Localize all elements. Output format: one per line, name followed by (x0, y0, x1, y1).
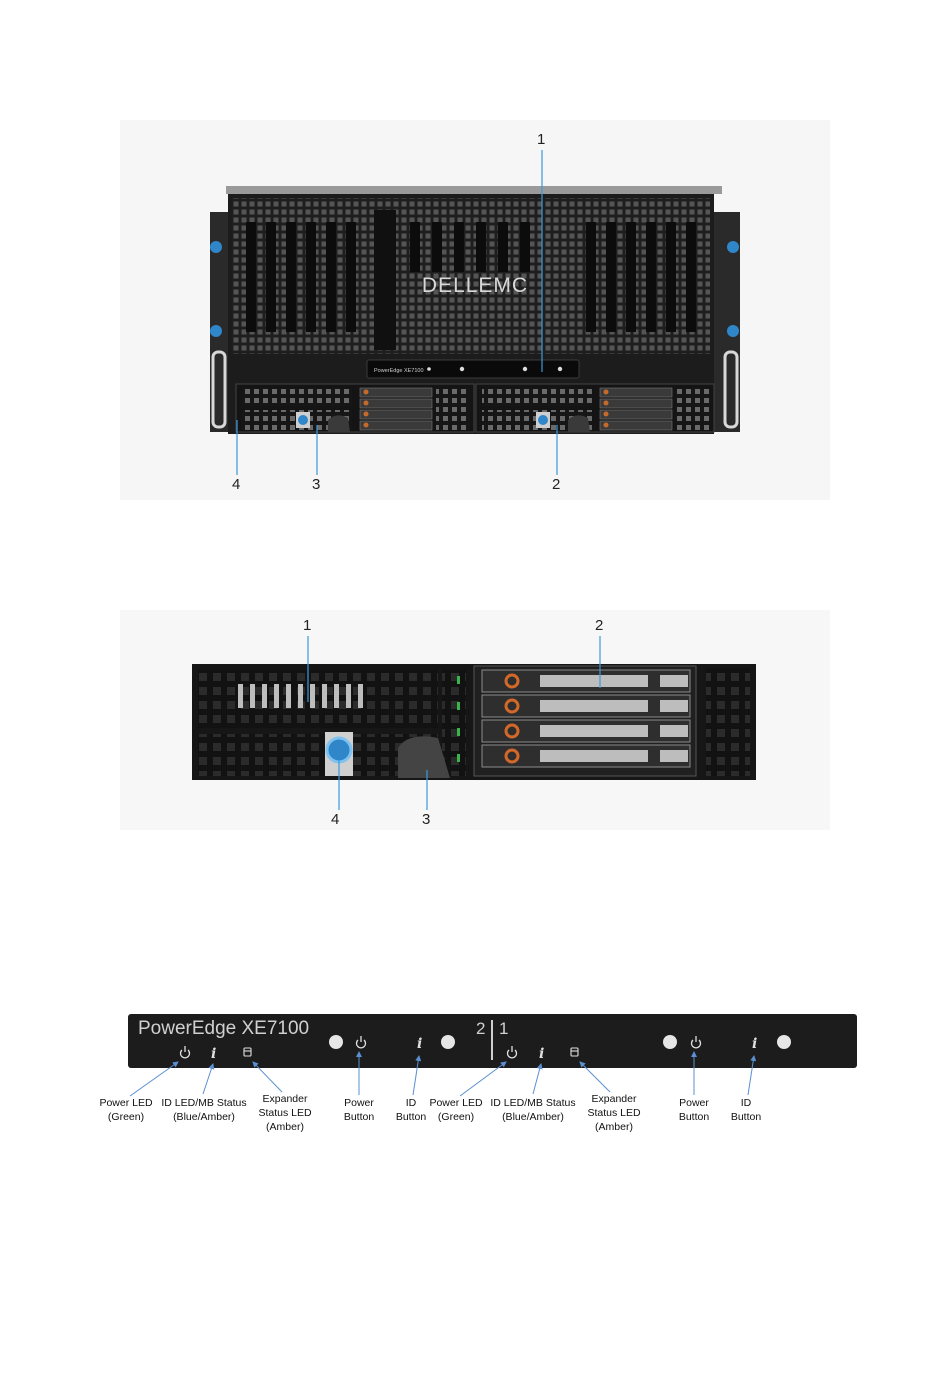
svg-text:PowerEdge XE7100: PowerEdge XE7100 (374, 368, 424, 374)
callout-2: 2 (552, 476, 560, 493)
thumbscrew-icon (727, 325, 739, 337)
thumbscrew-icon (210, 241, 222, 253)
sled-illustration (0, 600, 950, 860)
button-circle-icon (441, 1035, 455, 1049)
info-icon: i (211, 1046, 216, 1062)
thumbscrew-icon (210, 325, 222, 337)
label-power-led: Power LED(Green) (426, 1096, 486, 1124)
brand-logo: DELLEMC (422, 274, 528, 297)
info-icon: i (417, 1036, 422, 1052)
info-icon: i (752, 1036, 757, 1052)
info-icon: i (539, 1046, 544, 1062)
panel-product-name: PowerEdge XE7100 (138, 1018, 309, 1040)
thumbscrew-icon (327, 738, 351, 762)
callout-1: 1 (537, 131, 545, 148)
button-circle-icon (777, 1035, 791, 1049)
callout-1: 1 (303, 617, 311, 634)
node-number-2: 2 (476, 1019, 485, 1039)
chassis-front-illustration: DELLEMC PowerEdge XE7100 (0, 0, 950, 520)
button-circle-icon (663, 1035, 677, 1049)
thumbscrew-icon (727, 241, 739, 253)
callout-3: 3 (312, 476, 320, 493)
node-number-1: 1 (499, 1019, 508, 1039)
label-id-led: ID LED/MB Status(Blue/Amber) (158, 1096, 250, 1124)
label-power-led: Power LED(Green) (96, 1096, 156, 1124)
callout-4: 4 (232, 476, 240, 493)
label-id-led: ID LED/MB Status(Blue/Amber) (487, 1096, 579, 1124)
button-circle-icon (329, 1035, 343, 1049)
callout-4: 4 (331, 811, 339, 828)
callout-3: 3 (422, 811, 430, 828)
callout-2: 2 (595, 617, 603, 634)
